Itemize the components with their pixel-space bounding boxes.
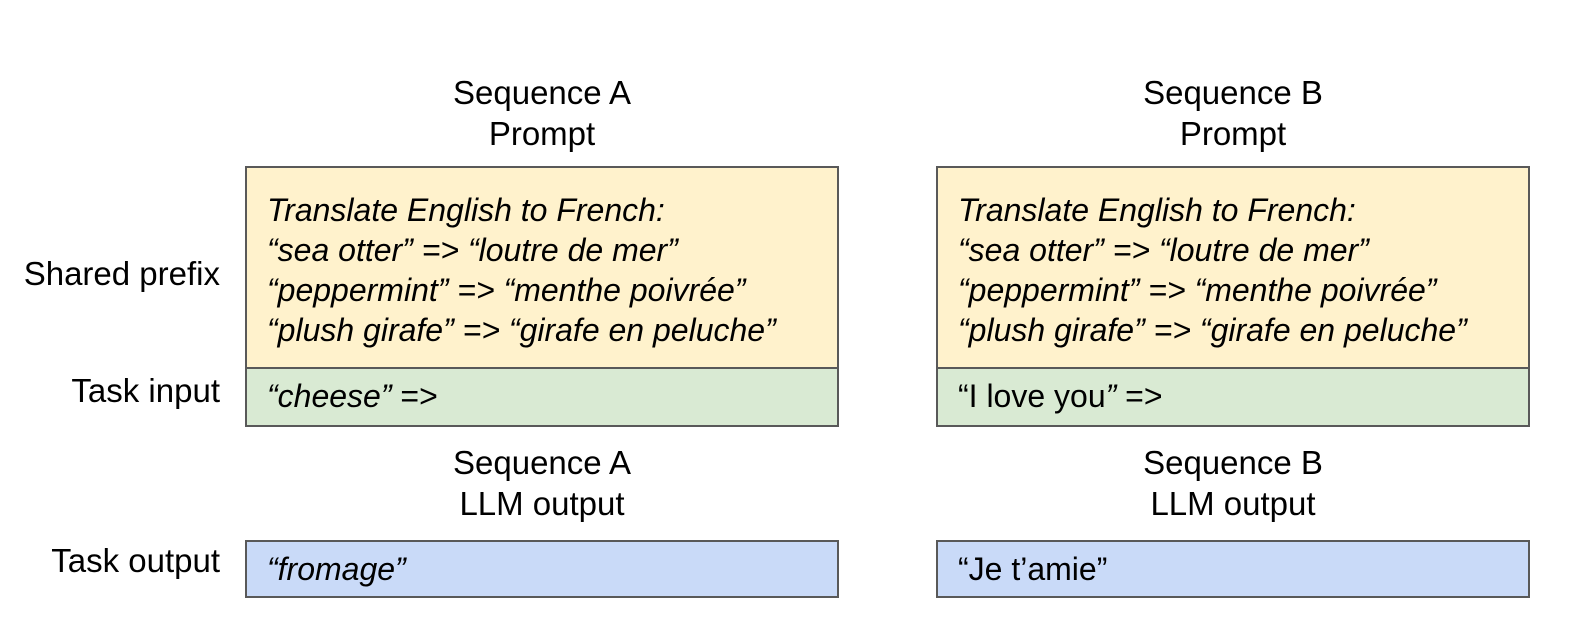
task-input-text: I love you [968, 378, 1106, 414]
header-title: Sequence B [1143, 74, 1323, 111]
row-label-shared-prefix: Shared prefix [23, 255, 220, 292]
header-subtitle: LLM output [1150, 485, 1316, 522]
sequence-b-shared-prefix-box: Translate English to French: “sea otter”… [936, 166, 1530, 369]
row-label-task-input: Task input [71, 372, 220, 409]
header-subtitle: LLM output [459, 485, 625, 522]
prefix-line: “peppermint” => “menthe poivrée” [958, 272, 1437, 308]
task-input-open-quote: “ [958, 378, 969, 414]
prefix-line: Translate English to French: [267, 192, 665, 228]
sequence-b-column: Sequence B Prompt Translate English to F… [936, 0, 1530, 637]
sequence-a-task-output-box: “fromage” [245, 540, 839, 598]
sequence-a-column: Sequence A Prompt Translate English to F… [245, 0, 839, 637]
prefix-line: Translate English to French: [958, 192, 1356, 228]
prefix-line: “sea otter” => “loutre de mer” [958, 232, 1369, 268]
prefix-line: “peppermint” => “menthe poivrée” [267, 272, 746, 308]
prefix-line: “sea otter” => “loutre de mer” [267, 232, 678, 268]
prefix-line: “plush girafe” => “girafe en peluche” [267, 312, 776, 348]
sequence-a-shared-prefix-box: Translate English to French: “sea otter”… [245, 166, 839, 369]
header-subtitle: Prompt [1179, 115, 1287, 152]
sequence-a-output-header: Sequence A LLM output [245, 442, 839, 524]
header-title: Sequence A [453, 74, 631, 111]
sequence-b-task-input-box: “I love you” => [936, 369, 1530, 427]
row-labels: Shared prefix Task input Task output [0, 0, 220, 637]
task-input-text: “cheese” [267, 378, 392, 414]
sequence-a-prompt-header: Sequence A Prompt [245, 72, 839, 154]
sequence-a-task-input-box: “cheese” => [245, 369, 839, 427]
sequence-b-prompt-header: Sequence B Prompt [936, 72, 1530, 154]
task-output-text: “Je t’amie” [958, 551, 1108, 587]
task-input-close-quote: ” [1105, 378, 1117, 414]
sequence-b-output-header: Sequence B LLM output [936, 442, 1530, 524]
row-label-task-output: Task output [51, 542, 220, 579]
prefix-line: “plush girafe” => “girafe en peluche” [958, 312, 1467, 348]
task-output-text: “fromage” [267, 551, 406, 587]
header-title: Sequence B [1143, 444, 1323, 481]
header-title: Sequence A [453, 444, 631, 481]
task-input-arrow: => [1116, 378, 1163, 414]
header-subtitle: Prompt [488, 115, 596, 152]
task-input-arrow: => [391, 378, 438, 414]
sequence-b-task-output-box: “Je t’amie” [936, 540, 1530, 598]
